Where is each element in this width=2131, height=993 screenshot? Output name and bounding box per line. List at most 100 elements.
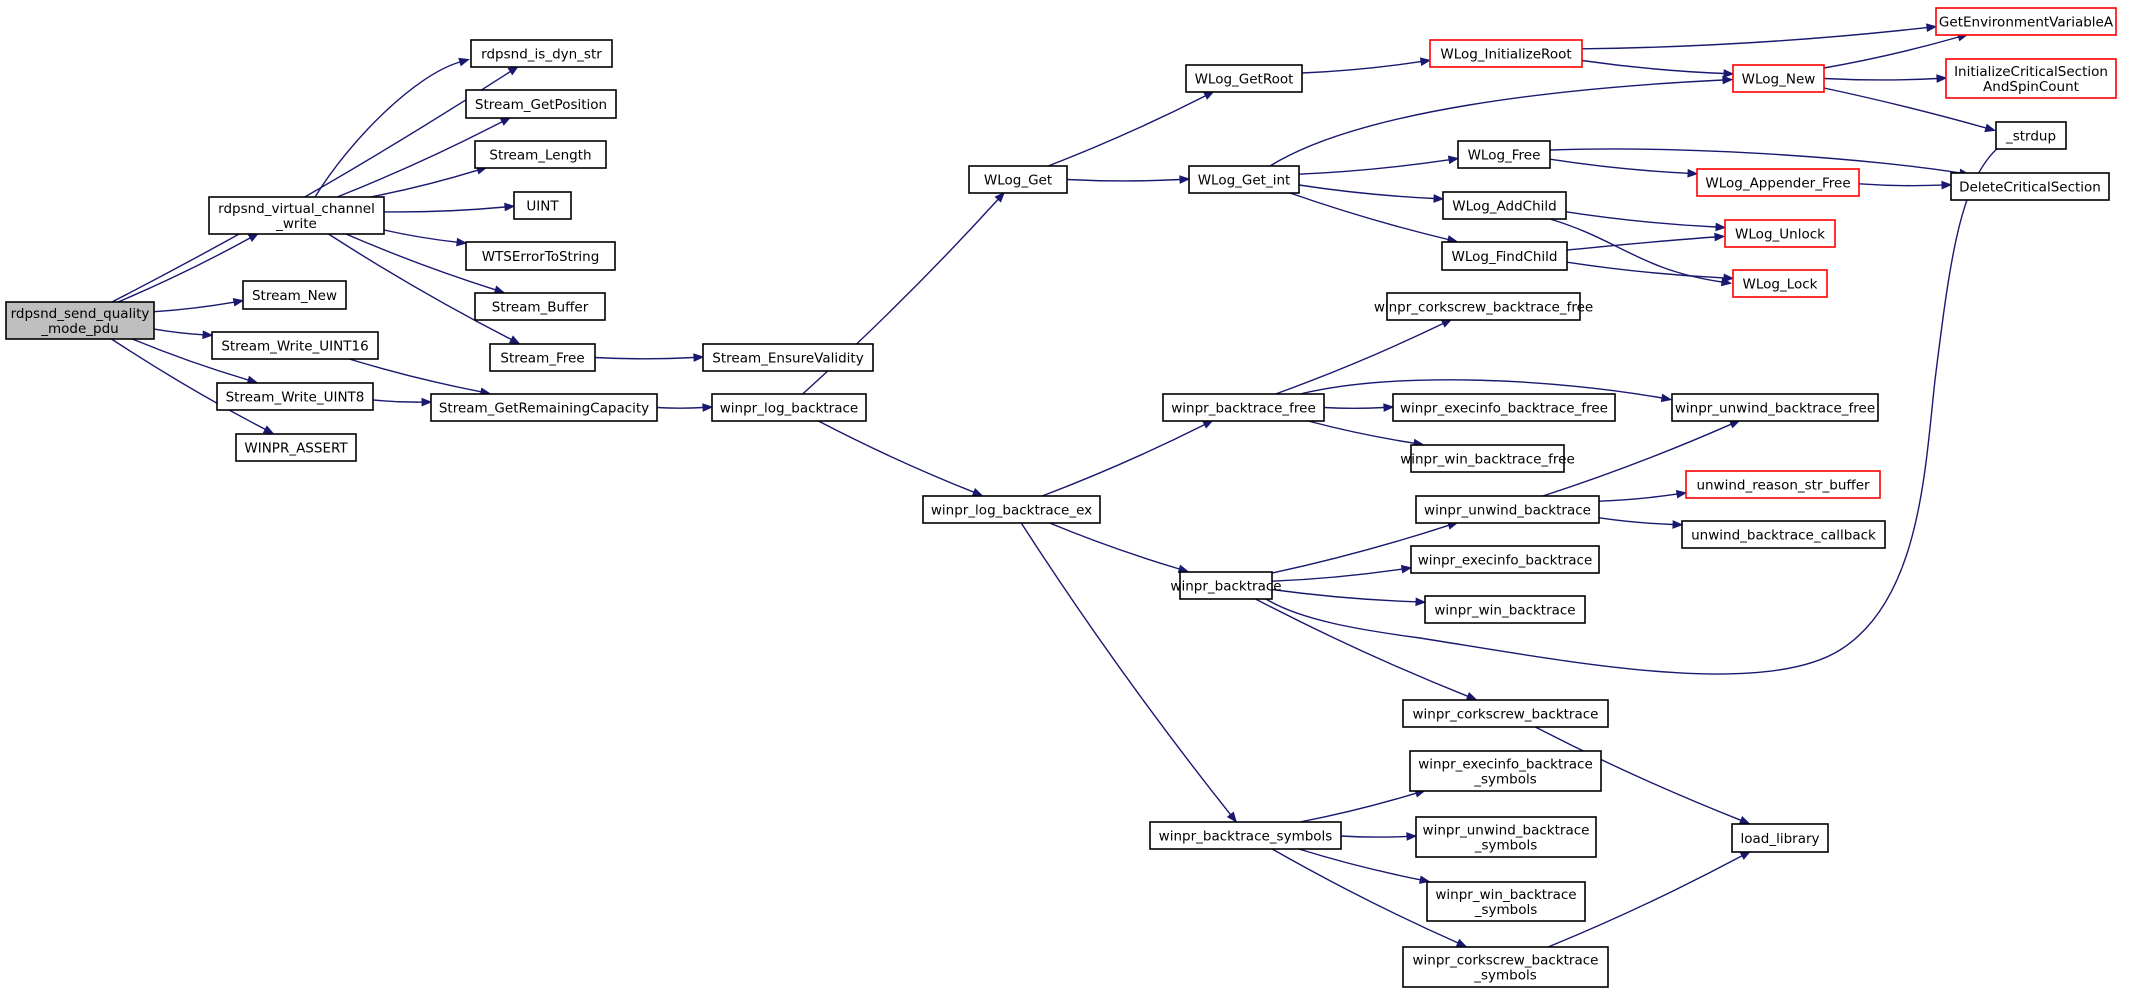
node-vcw[interactable]: rdpsnd_virtual_channel_write [208,196,385,235]
node-wts[interactable]: WTSErrorToString [465,241,616,271]
node-label: UINT [526,199,559,215]
node-s-new[interactable]: Stream_New [242,280,347,310]
call-edge-getroot-to-initroot [1301,57,1432,74]
node-unlock[interactable]: WLog_Unlock [1724,219,1836,248]
node-label: rdpsnd_send_quality [11,306,150,322]
call-edge-get_int-to-addchild [1298,184,1445,203]
call-edge-bt_sym-to-un_sym [1340,832,1418,841]
node-cs-bt[interactable]: winpr_corkscrew_backtrace [1402,699,1609,728]
call-edge-vcw-to-s_free [328,233,521,345]
node-cs-bt-free[interactable]: winpr_corkscrew_backtrace_free [1374,292,1593,321]
node-label: Stream_Length [489,148,591,164]
node-label: InitializeCriticalSection [1954,64,2108,80]
node-findchild[interactable]: WLog_FindChild [1441,241,1568,271]
call-edge-root-to-is_dyn [111,65,520,303]
node-win-sym[interactable]: winpr_win_backtrace_symbols [1426,881,1586,922]
node-s-free[interactable]: Stream_Free [489,343,596,372]
node-ex-bt-free[interactable]: winpr_execinfo_backtrace_free [1392,393,1616,422]
node-unwind-bt[interactable]: winpr_unwind_backtrace [1415,495,1600,524]
node-uint[interactable]: UINT [513,191,572,220]
node-label: winpr_corkscrew_backtrace_free [1374,300,1593,316]
node-label: _write [275,216,317,232]
node-wlog-new[interactable]: WLog_New [1732,64,1825,93]
call-edge-addchild-to-unlock [1565,211,1727,232]
node-label: winpr_backtrace_free [1171,401,1316,417]
node-label: winpr_log_backtrace_ex [931,503,1092,519]
node-label: _symbols [1473,772,1537,788]
call-edge-logbtex-to-bt_free [1041,419,1214,497]
call-edge-logbtex-to-bt_sym [1020,522,1238,823]
node-label: WLog_GetRoot [1195,72,1294,88]
call-edge-initroot-to-getenv [1581,23,1938,50]
call-edge-vcw-to-uint [383,202,516,213]
call-edge-bt-to-ex_bt [1271,564,1413,582]
node-label: Stream_Free [500,351,584,367]
node-ex-sym[interactable]: winpr_execinfo_backtrace_symbols [1409,750,1602,792]
node-label: winpr_corkscrew_backtrace [1412,707,1598,723]
node-is-dyn[interactable]: rdpsnd_is_dyn_str [470,39,613,68]
call-edges [111,23,2008,948]
node-lock[interactable]: WLog_Lock [1732,269,1828,298]
node-wlog-free[interactable]: WLog_Free [1457,140,1551,169]
node-win-bt-free[interactable]: winpr_win_backtrace_free [1400,444,1575,473]
node-win-bt[interactable]: winpr_win_backtrace [1424,595,1586,624]
call-edge-get_int-to-findchild [1289,192,1459,244]
node-root: rdpsnd_send_quality_mode_pdu [5,301,155,340]
node-length[interactable]: Stream_Length [474,140,607,169]
node-remcap[interactable]: Stream_GetRemainingCapacity [430,393,658,422]
node-logbtex[interactable]: winpr_log_backtrace_ex [922,495,1101,524]
node-assert[interactable]: WINPR_ASSERT [235,433,357,462]
call-edge-wlog_get-to-getroot [1047,90,1215,167]
call-edge-root-to-assert [111,338,275,435]
node-bt-free[interactable]: winpr_backtrace_free [1162,393,1325,422]
node-label: winpr_win_backtrace [1435,887,1576,903]
node-get-int[interactable]: WLog_Get_int [1188,165,1300,194]
node-w16[interactable]: Stream_Write_UINT16 [211,331,379,360]
node-bt[interactable]: winpr_backtrace [1170,571,1282,600]
node-ex-bt[interactable]: winpr_execinfo_backtrace [1410,545,1600,574]
call-edge-vcw-to-wts [383,229,468,247]
node-ensure[interactable]: Stream_EnsureValidity [702,343,874,372]
node-label: winpr_unwind_backtrace [1423,823,1590,839]
node-get-pos[interactable]: Stream_GetPosition [465,89,617,119]
node-label: _strdup [2005,129,2056,145]
node-label: winpr_backtrace [1170,579,1281,595]
node-un-bt-free[interactable]: winpr_unwind_backtrace_free [1671,393,1879,422]
node-wlog-get[interactable]: WLog_Get [968,165,1068,194]
node-label: winpr_execinfo_backtrace [1418,757,1593,773]
node-addchild[interactable]: WLog_AddChild [1442,191,1567,220]
node-getroot[interactable]: WLog_GetRoot [1185,64,1303,93]
call-edge-unwind_bt-to-reason [1598,489,1688,502]
call-edge-root-to-s_new [153,297,245,313]
node-load-lib[interactable]: load_library [1731,823,1829,853]
node-reason[interactable]: unwind_reason_str_buffer [1685,470,1881,499]
node-label: WLog_New [1742,72,1816,88]
node-w8[interactable]: Stream_Write_UINT8 [216,382,374,411]
call-edge-wlog_new-to-strdup [1823,87,1996,133]
call-graph-nodes: rdpsnd_send_quality_mode_pdu rdpsnd_is_dy… [5,7,2117,988]
call-edge-unwind_bt-to-callback [1598,517,1684,529]
call-edge-remcap-to-logbt [656,403,714,412]
node-un-sym[interactable]: winpr_unwind_backtrace_symbols [1415,816,1597,858]
node-logbt[interactable]: winpr_log_backtrace [711,393,867,422]
node-label: WLog_FindChild [1452,249,1558,265]
node-bt-sym[interactable]: winpr_backtrace_symbols [1149,821,1342,850]
call-edge-bt_free-to-ex_bt_free [1323,403,1395,412]
call-edge-app_free-to-delcs [1858,180,1953,190]
node-cs-sym[interactable]: winpr_corkscrew_backtrace_symbols [1402,946,1609,988]
node-buffer[interactable]: Stream_Buffer [474,292,606,321]
call-edge-findchild-to-lock [1566,261,1735,283]
node-label: Stream_Write_UINT8 [226,390,365,406]
node-callback[interactable]: unwind_backtrace_callback [1681,520,1886,549]
node-app-free[interactable]: WLog_Appender_Free [1696,168,1860,197]
call-edge-bt-to-win_bt [1271,588,1427,607]
call-edge-wlog_get-to-get_int [1066,175,1191,184]
node-label: unwind_reason_str_buffer [1696,478,1870,494]
node-strdup[interactable]: _strdup [1995,121,2067,150]
node-delcs[interactable]: DeleteCriticalSection [1950,172,2110,201]
node-getenv[interactable]: GetEnvironmentVariableA [1935,7,2117,36]
call-edge-initroot-to-wlog_new [1581,59,1735,78]
node-initroot[interactable]: WLog_InitializeRoot [1429,39,1583,68]
